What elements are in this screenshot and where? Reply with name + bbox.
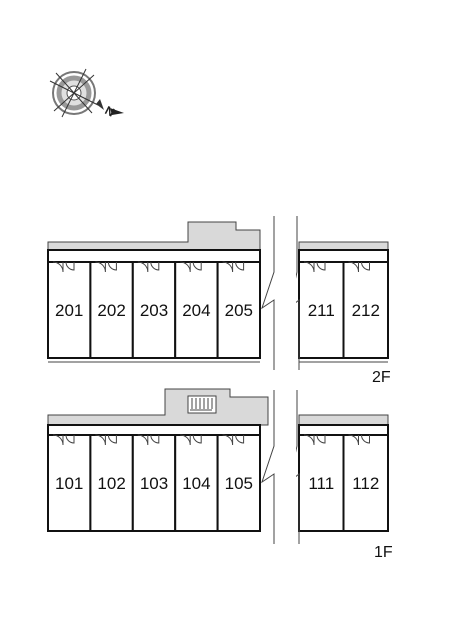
staircase: [187, 395, 217, 414]
room-111: 111: [298, 434, 345, 532]
room-number: 105: [225, 474, 253, 493]
compass-rose-icon: N: [49, 68, 124, 120]
room-number: 202: [97, 301, 125, 320]
room-202: 202: [89, 261, 134, 359]
room-number: 112: [352, 474, 379, 493]
room-204: 204: [174, 261, 219, 359]
room-105: 105: [216, 434, 262, 532]
room-number: 103: [140, 474, 168, 493]
floor-label: 1F: [374, 544, 393, 561]
room-201: 201: [47, 261, 92, 359]
room-101: 101: [47, 434, 92, 532]
room-205: 205: [216, 261, 262, 359]
room-number: 211: [308, 301, 335, 320]
room-103: 103: [131, 434, 177, 532]
corridor: [47, 221, 261, 251]
room-number: 205: [225, 301, 253, 320]
room-102: 102: [89, 434, 134, 532]
corridor-right: [298, 241, 389, 251]
room-number: 101: [55, 474, 83, 493]
room-number: 102: [97, 474, 125, 493]
floor-2f: 201 202 203 204 205 211 212 2F: [47, 216, 391, 386]
break-line: [261, 216, 275, 370]
room-212: 212: [342, 261, 389, 359]
break-line: [261, 390, 275, 544]
room-104: 104: [174, 434, 219, 532]
room-112: 112: [342, 434, 389, 532]
room-number: 212: [352, 301, 380, 320]
room-203: 203: [131, 261, 177, 359]
corridor: [47, 388, 269, 426]
room-number: 204: [182, 301, 210, 320]
room-number: 203: [140, 301, 168, 320]
corridor-right: [298, 414, 389, 426]
floor-1f: 101 102 103 104 105 111 112 1F: [47, 388, 393, 561]
room-211: 211: [298, 261, 345, 359]
room-number: 201: [55, 301, 83, 320]
room-number: 104: [182, 474, 210, 493]
room-number: 111: [308, 474, 334, 493]
floor-label: 2F: [372, 369, 391, 386]
